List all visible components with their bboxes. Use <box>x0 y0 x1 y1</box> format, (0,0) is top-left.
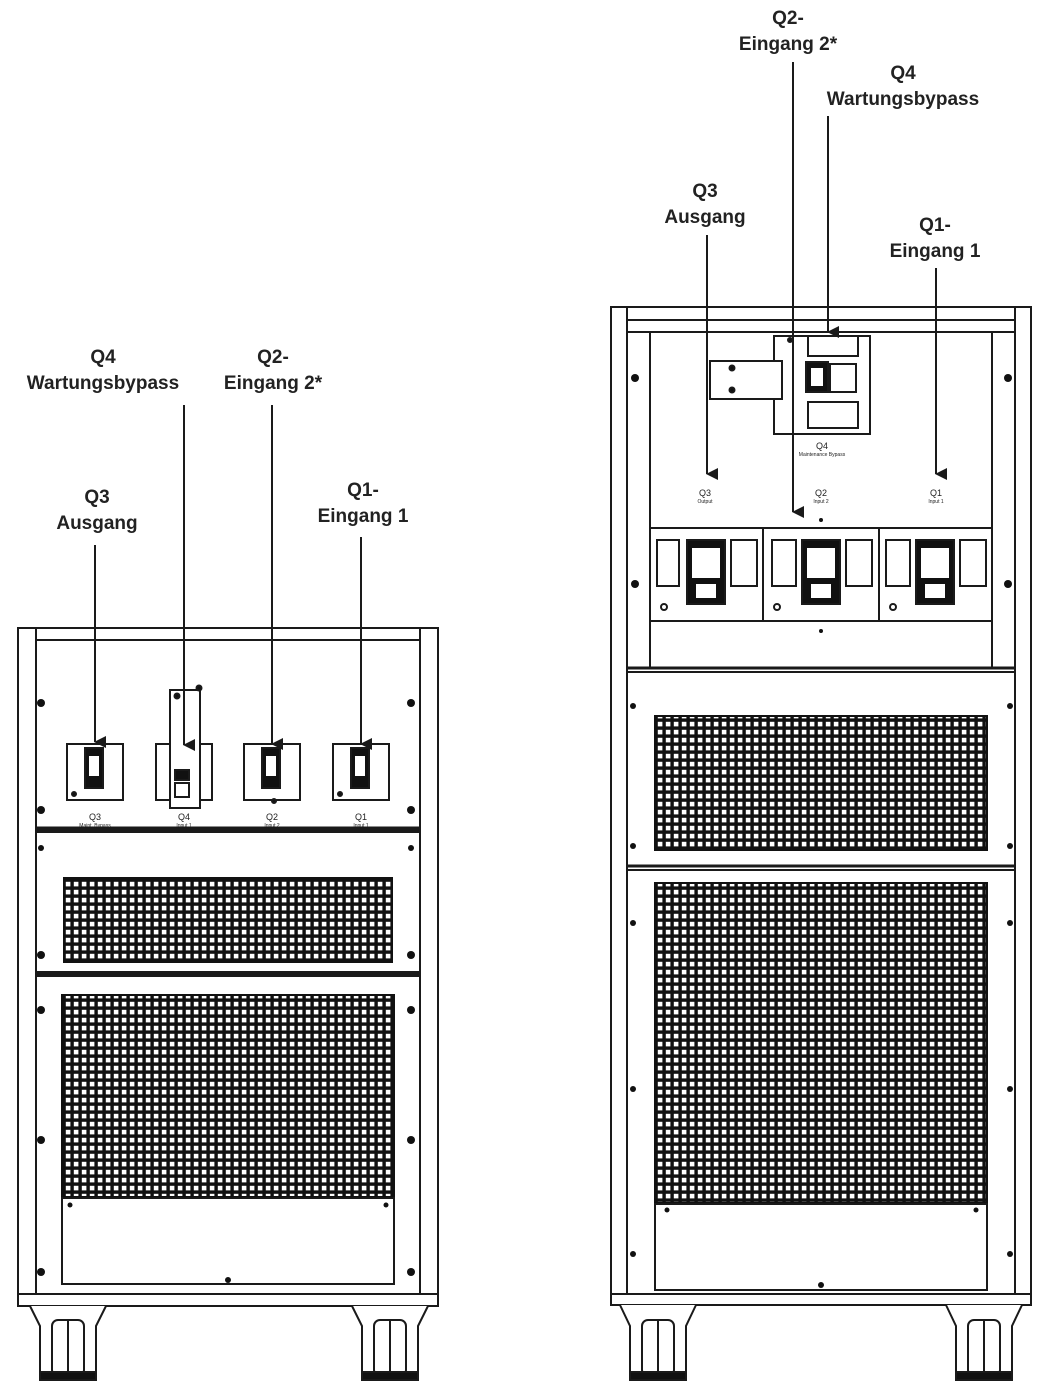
left-panel-sub-q1: Input 1 <box>353 823 369 829</box>
right-switch-q2 <box>771 539 873 611</box>
right-panel-label-q3: Q3 <box>699 488 711 498</box>
right-panel-label-q2: Q2 <box>815 488 827 498</box>
right-panel-sub-q3: Output <box>697 499 713 505</box>
left-q2-callout: Q2- Eingang 2* <box>193 345 353 397</box>
right-q4-callout-text: Wartungsbypass <box>826 89 980 110</box>
right-panel-sub-q4: Maintenance Bypass <box>799 452 846 458</box>
right-switch-q4 <box>709 335 871 435</box>
left-cabinet-screws <box>37 699 415 1283</box>
left-panel-label-q4: Q4 <box>178 812 190 822</box>
left-panel-sub-q3: Maint. Bypass <box>79 823 111 829</box>
left-q1-callout-text: Eingang 1 <box>317 506 409 527</box>
left-panel-sub-q2: Input 2 <box>264 823 280 829</box>
right-q1-callout: Q1- Eingang 1 <box>870 213 1000 265</box>
right-ups-cabinet <box>610 306 1032 1306</box>
right-q3-callout: Q3 Ausgang <box>645 179 765 231</box>
left-q3-callout-text: Ausgang <box>56 513 138 534</box>
right-caster-right <box>945 1304 1023 1381</box>
left-q4-callout: Q4 Wartungsbypass <box>8 345 198 397</box>
right-q2-callout-text: Eingang 2* <box>738 34 838 55</box>
right-q1-callout-text: Eingang 1 <box>889 241 981 262</box>
right-q3-callout-text: Ausgang <box>664 207 746 228</box>
right-panel-sub-q1: Input 1 <box>928 499 944 505</box>
right-switch-q1 <box>885 539 987 611</box>
right-caster-left <box>619 1304 697 1381</box>
left-panel-sub-q4: Input 1 <box>176 823 192 829</box>
left-switch-q3 <box>66 743 124 801</box>
right-q3-callout-id: Q3 <box>692 181 718 202</box>
left-switch-q2 <box>243 743 301 804</box>
right-cabinet-screws <box>630 374 1013 1288</box>
left-caster-right <box>351 1305 429 1381</box>
left-panel-label-q3: Q3 <box>89 812 101 822</box>
left-q4-callout-id: Q4 <box>90 347 116 368</box>
left-q3-callout: Q3 Ausgang <box>37 485 157 537</box>
right-panel-label-q4: Q4 <box>816 441 828 451</box>
right-panel-sub-q2: Input 2 <box>813 499 829 505</box>
left-q3-callout-id: Q3 <box>84 487 110 508</box>
left-switch-q1 <box>332 743 390 801</box>
right-switch-q3 <box>656 539 758 611</box>
right-q4-callout: Q4 Wartungsbypass <box>808 61 998 113</box>
left-panel-label-q2: Q2 <box>266 812 278 822</box>
left-q1-callout-id: Q1- <box>347 480 379 501</box>
right-panel-label-q1: Q1 <box>930 488 942 498</box>
left-q1-callout: Q1- Eingang 1 <box>298 478 428 530</box>
left-ups-cabinet <box>17 627 439 1307</box>
right-q4-callout-id: Q4 <box>890 63 916 84</box>
left-caster-left <box>29 1305 107 1381</box>
right-q2-callout-id: Q2- <box>772 8 804 29</box>
right-q2-callout: Q2- Eingang 2* <box>718 6 858 58</box>
right-q1-callout-id: Q1- <box>919 215 951 236</box>
left-q2-callout-text: Eingang 2* <box>223 373 323 394</box>
left-q4-callout-text: Wartungsbypass <box>26 373 180 394</box>
left-panel-label-q1: Q1 <box>355 812 367 822</box>
left-q2-callout-id: Q2- <box>257 347 289 368</box>
